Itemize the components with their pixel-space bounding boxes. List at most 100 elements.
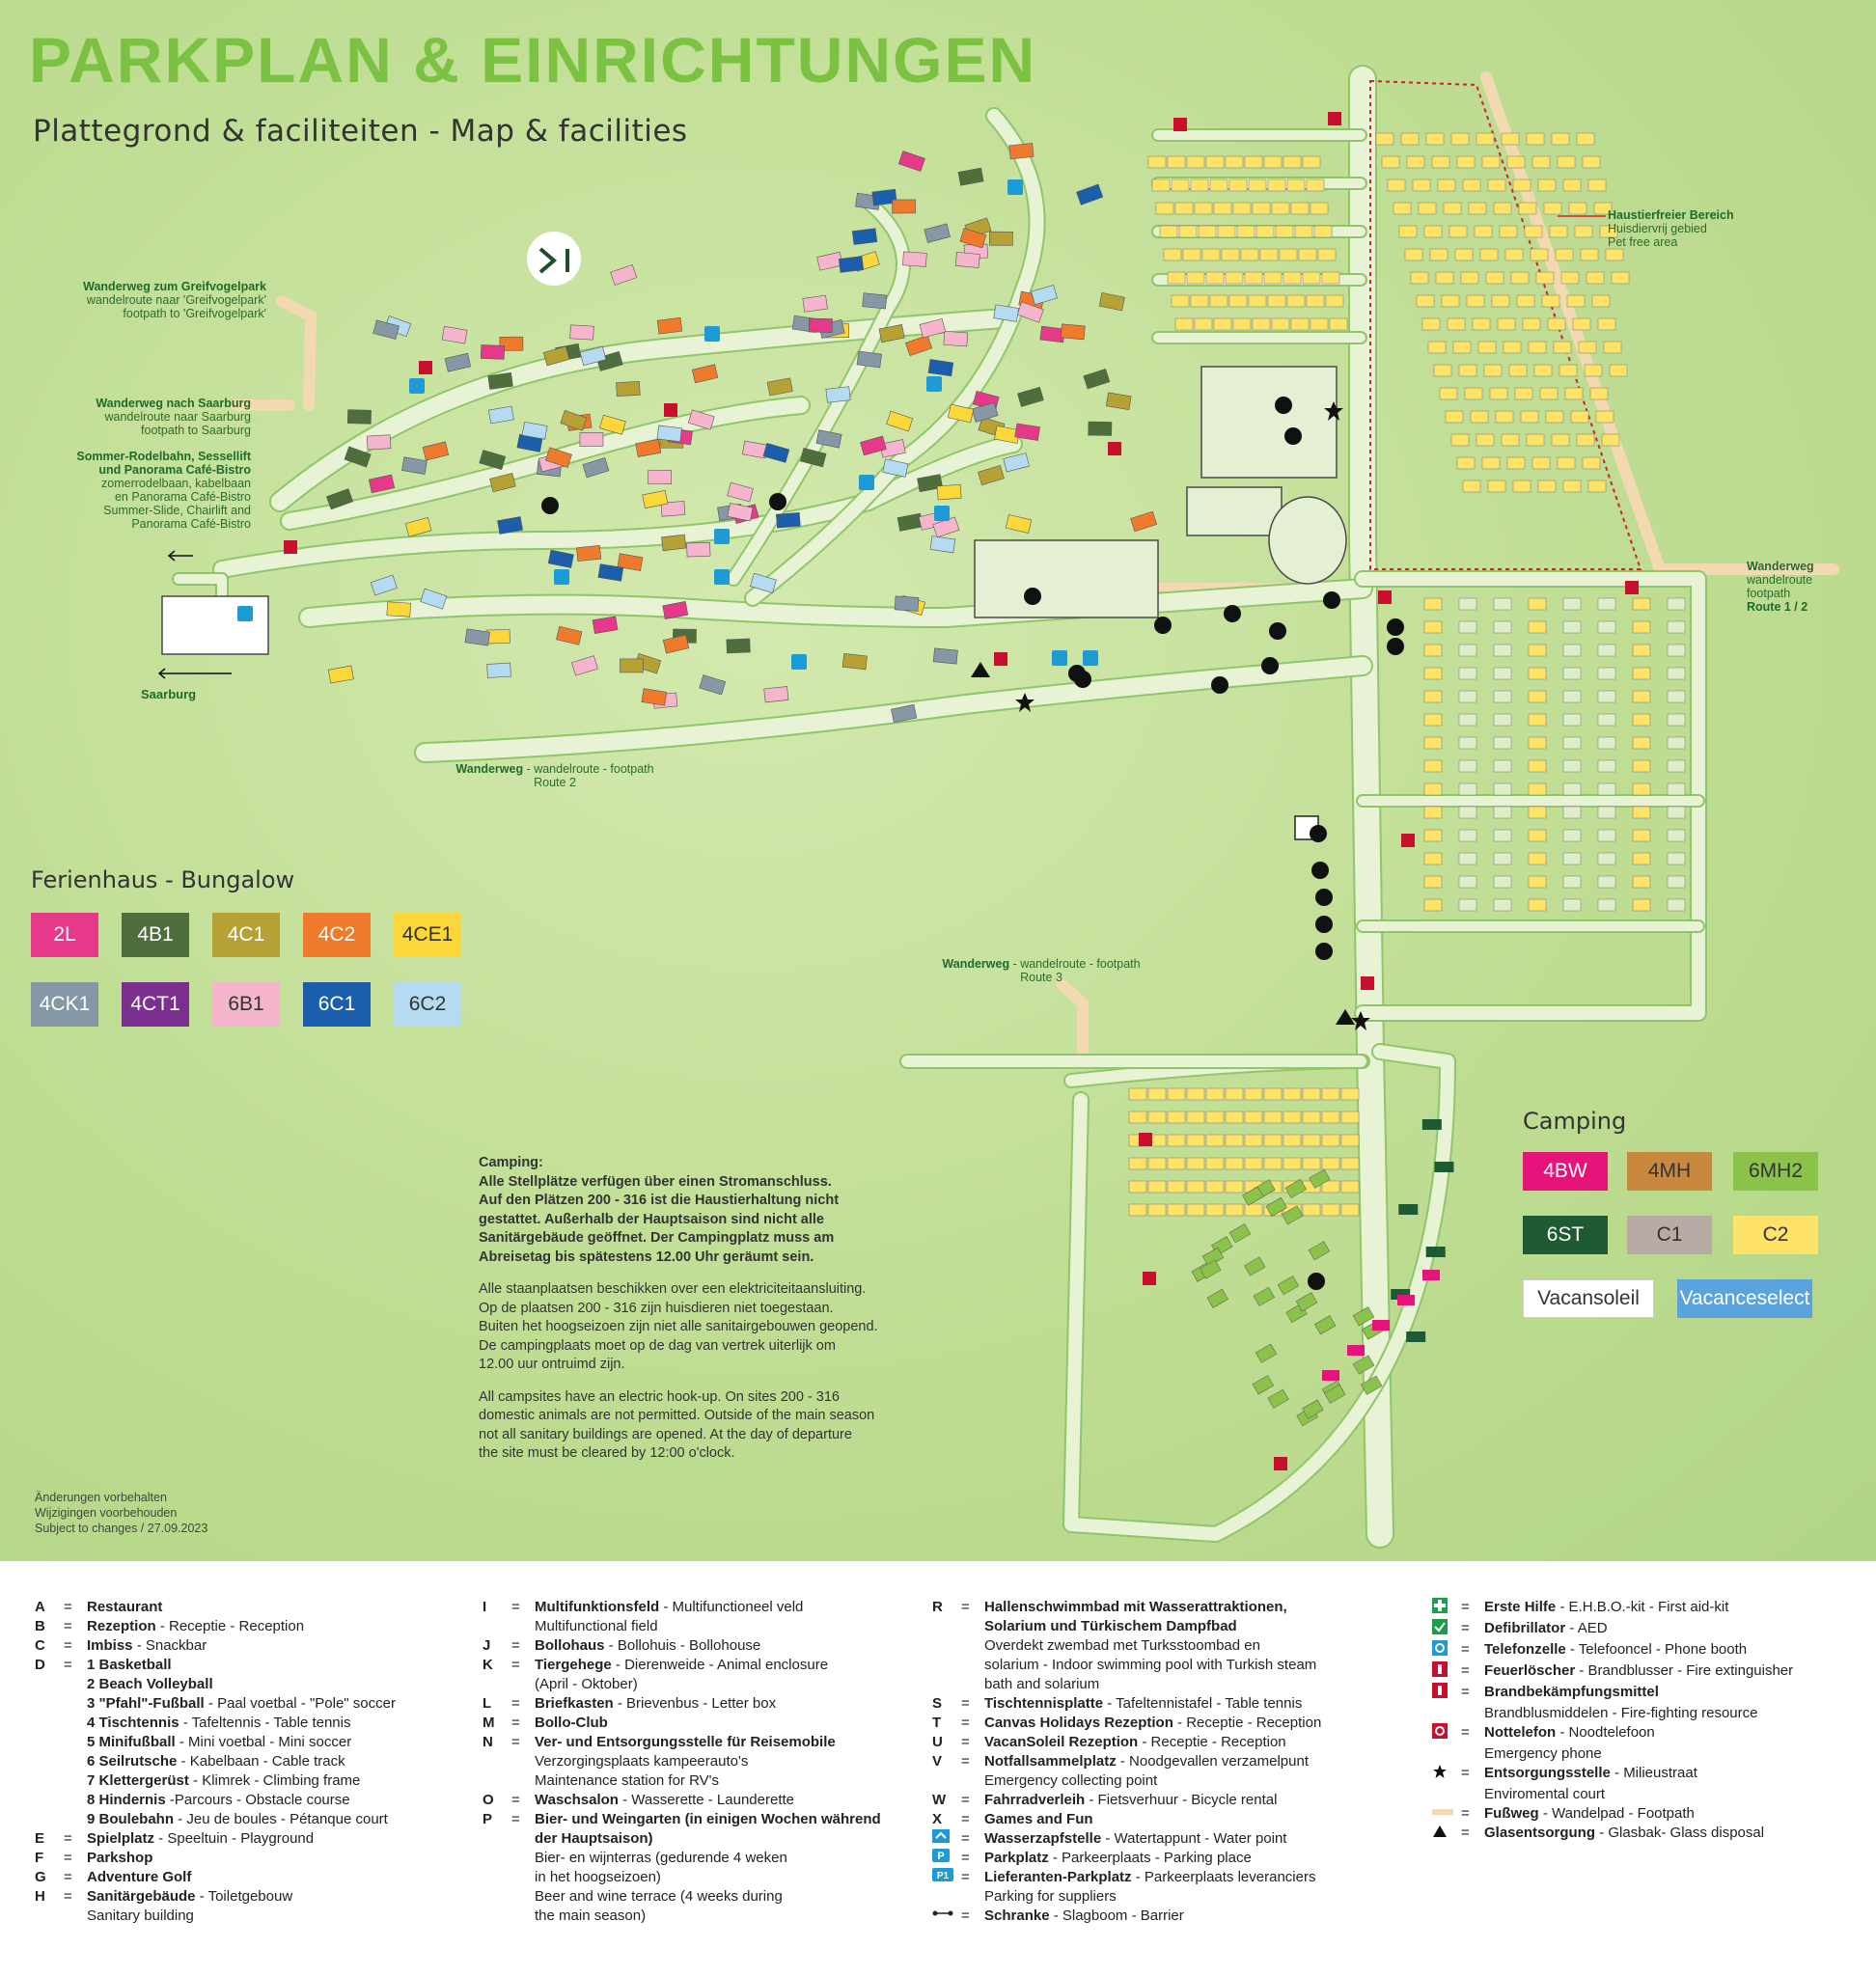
legend-term: Defibrillator: [1484, 1620, 1566, 1636]
camping-plot: [1597, 713, 1616, 727]
legend-value: Waschsalon - Wasserette - Launderette: [535, 1791, 794, 1810]
bungalow: [635, 439, 662, 457]
camping-plot: [1283, 1157, 1302, 1170]
environmental-court-icon: [1015, 693, 1035, 712]
camping-plot: [1283, 271, 1302, 285]
camping-plot: [1167, 155, 1186, 169]
glass-disposal-icon: [971, 662, 990, 677]
legend-value: Schranke - Slagboom - Barrier: [984, 1907, 1184, 1926]
bungalow: [841, 652, 868, 671]
legend-row: N=Ver- und Entsorgungsstelle für Reisemo…: [483, 1733, 881, 1752]
fire-extinguisher-icon: [419, 361, 432, 374]
camping-plot: [1547, 317, 1566, 331]
camping-plot: [1632, 713, 1651, 727]
bungalow: [648, 470, 672, 484]
bungalow: [487, 372, 513, 390]
legend-value: Parkshop: [87, 1849, 152, 1868]
bungalow: [886, 410, 914, 432]
note-line: Abreisetag bis spätestens 12.00 Uhr gerä…: [479, 1249, 814, 1265]
camping-plot: [1597, 317, 1616, 331]
camping-plot: [1464, 387, 1483, 400]
legend-equals: =: [1461, 1724, 1470, 1741]
legend-description: in het hoogseizoen): [535, 1869, 661, 1885]
bungalow: [750, 572, 777, 593]
bungalow: [856, 350, 882, 369]
camping-plot: [1400, 132, 1420, 146]
camping-plot: [1528, 898, 1547, 912]
legend-value: Sanitary building: [87, 1907, 194, 1926]
camping-plot: [1306, 294, 1325, 308]
legend-term: Briefkasten: [535, 1695, 614, 1712]
bungalow: [444, 352, 472, 372]
camping-plot: [1632, 829, 1651, 842]
legend-row: R=Hallenschwimmbad mit Wasserattraktione…: [932, 1598, 1321, 1617]
legend-key: [1432, 1704, 1461, 1723]
bungalow: [802, 294, 828, 313]
legend-row: 5 Minifußball - Mini voetbal - Mini socc…: [35, 1733, 396, 1752]
bungalow: [441, 325, 468, 344]
camping-plot: [1186, 1180, 1205, 1194]
camping-plot: [1458, 759, 1477, 773]
parking-icon: [926, 376, 942, 392]
parking-icon: [859, 475, 874, 490]
bungalow: [1031, 285, 1058, 305]
bungalow: [642, 489, 669, 509]
camping-plot: [1493, 875, 1512, 889]
camping-plot: [1456, 456, 1476, 470]
camping-plot: [1217, 225, 1236, 238]
bungalow: [929, 535, 956, 554]
legend-description: - Klimrek - Climbing frame: [188, 1772, 361, 1789]
legend-description: - Speeltuin - Playground: [154, 1830, 315, 1847]
facility-marker: [1310, 825, 1327, 842]
legend-row: Maintenance station for RV's: [483, 1771, 881, 1791]
legend-equals: [961, 1771, 984, 1791]
legend-key: T: [932, 1715, 942, 1731]
legend-row: 4 Tischtennis - Tafeltennis - Table tenn…: [35, 1714, 396, 1733]
legend-equals: [1461, 1785, 1484, 1804]
legend-term: Schranke: [984, 1907, 1050, 1924]
legend-row: Brandblusmiddelen - Fire-fighting resour…: [1432, 1704, 1793, 1723]
camping-note: Camping:Alle Stellplätze verfügen über e…: [479, 1154, 961, 1477]
camping-plot: [1423, 829, 1443, 842]
bungalow: [860, 435, 887, 456]
camping-plot: [1549, 225, 1568, 238]
legend-equals: [64, 1771, 87, 1791]
legend-value: Notfallsammelplatz - Noodgevallen verzam…: [984, 1752, 1309, 1771]
camping-plot: [1418, 202, 1437, 215]
camping-plot: [1593, 202, 1613, 215]
camping-plot: [1174, 202, 1194, 215]
camping-plot: [1587, 480, 1607, 493]
camping-plot: [1213, 202, 1232, 215]
camping-plot: [1632, 736, 1651, 750]
camping-plot: [1263, 1157, 1283, 1170]
camping-plot: [1423, 644, 1443, 657]
camping-plot: [1562, 875, 1582, 889]
legend-equals: [511, 1752, 535, 1771]
bungalow: [486, 662, 511, 678]
camping-plot: [1205, 1111, 1225, 1124]
footpath-icon: [1432, 1804, 1461, 1824]
note-line: Camping:: [479, 1155, 543, 1170]
legend-value: 3 "Pfahl"-Fußball - Paal voetbal - "Pole…: [87, 1694, 396, 1714]
camping-plot: [1321, 1157, 1340, 1170]
camping-plot: [1530, 248, 1549, 261]
camping-plot: [1205, 1134, 1225, 1147]
legend-row: Emergency phone: [1432, 1744, 1793, 1764]
camping-plot: [1200, 1259, 1222, 1279]
firstaid-icon: [1432, 1598, 1461, 1619]
parking-icon: [1052, 650, 1067, 666]
camping-plot: [1605, 248, 1624, 261]
camping-plot: [1186, 1111, 1205, 1124]
camping-plot: [1450, 132, 1470, 146]
note-line: 12.00 uur ontruimd zijn.: [479, 1357, 625, 1372]
park-map: PARKPLAN & EINRICHTUNGEN Plattegrond & f…: [0, 0, 1876, 1561]
legend-key: L: [483, 1695, 492, 1712]
bungalow: [879, 439, 906, 458]
camping-plot: [1186, 1134, 1205, 1147]
legend-equals: [961, 1887, 984, 1907]
legend-value: 8 Hindernis -Parcours - Obstacle course: [87, 1791, 350, 1810]
legend-key: [1432, 1785, 1461, 1804]
bungalow: [464, 628, 490, 646]
note-line: Sanitärgebäude geöffnet. Der Campingplat…: [479, 1230, 835, 1246]
legend-key: G: [35, 1869, 46, 1885]
